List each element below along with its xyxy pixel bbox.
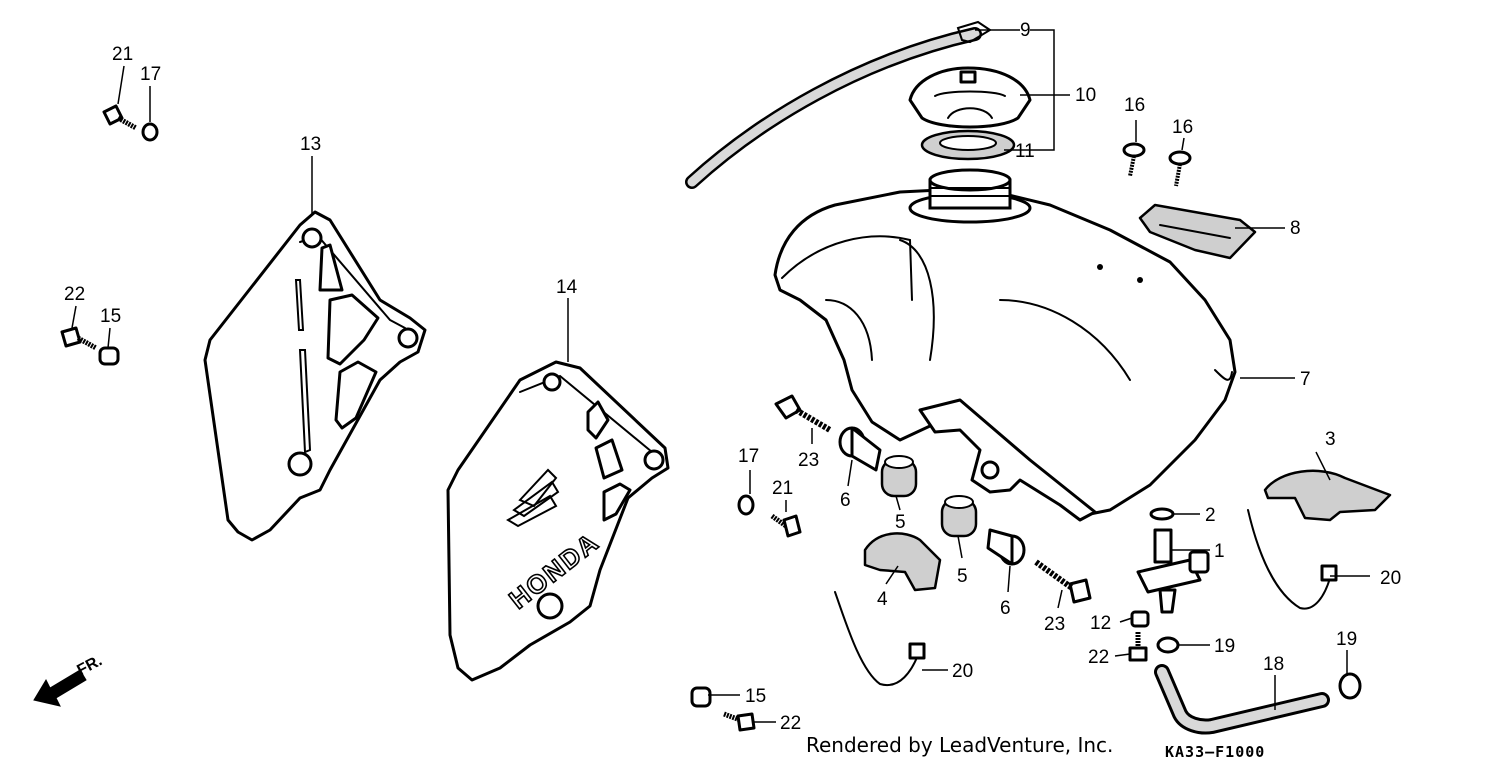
callout-20-right[interactable]: 20 (1380, 568, 1401, 589)
flange-bolt-lower-left-drawing[interactable] (723, 711, 756, 732)
callout-6-upper[interactable]: 6 (840, 490, 851, 511)
callout-15-upper[interactable]: 15 (100, 306, 121, 327)
screw-right-drawing[interactable] (1168, 150, 1192, 187)
callout-10[interactable]: 10 (1075, 85, 1096, 106)
mount-bolt-upper-drawing[interactable] (774, 394, 832, 433)
cushion-upper-drawing[interactable] (880, 455, 918, 498)
callout-23-upper[interactable]: 23 (798, 450, 819, 471)
callout-22-lower-right[interactable]: 22 (1088, 647, 1109, 668)
hose-clip-right-drawing[interactable] (1338, 672, 1362, 700)
grommet-nut-lower-drawing[interactable] (690, 686, 712, 708)
tank-emblem-plate-drawing[interactable] (1138, 203, 1257, 260)
washer-lower-drawing[interactable] (737, 494, 755, 516)
o-ring-drawing[interactable] (1149, 507, 1175, 521)
cap-gasket-drawing[interactable] (920, 129, 1016, 161)
callout-8[interactable]: 8 (1290, 218, 1301, 239)
radiator-shroud-drawing[interactable]: HONDA (446, 360, 670, 682)
callout-17-upper[interactable]: 17 (140, 64, 161, 85)
leader-lines (71, 29, 1370, 723)
callout-12[interactable]: 12 (1090, 613, 1111, 634)
callout-11[interactable]: 11 (1015, 141, 1035, 162)
callout-22-lower-left[interactable]: 22 (780, 713, 801, 734)
flange-bolt-upper-drawing[interactable] (60, 326, 98, 351)
strap-left-drawing[interactable] (834, 591, 926, 687)
callout-20-left[interactable]: 20 (952, 661, 973, 682)
callout-16-left[interactable]: 16 (1124, 95, 1145, 116)
fuel-filler-cap-drawing[interactable] (908, 66, 1032, 129)
washer-upper-drawing[interactable] (141, 122, 159, 142)
flange-bolt-lower-right-drawing[interactable] (1128, 632, 1148, 662)
callout-19-left[interactable]: 19 (1214, 636, 1235, 657)
callout-22-upper[interactable]: 22 (64, 284, 85, 305)
callout-19-right[interactable]: 19 (1336, 629, 1357, 650)
collar-upper-drawing[interactable] (838, 426, 882, 472)
callout-23-lower[interactable]: 23 (1044, 614, 1065, 635)
bolt-lower-drawing[interactable] (770, 513, 802, 538)
callout-15-lower[interactable]: 15 (745, 686, 766, 707)
callout-13[interactable]: 13 (300, 134, 321, 155)
screw-left-drawing[interactable] (1122, 142, 1146, 177)
callout-5-lower[interactable]: 5 (957, 566, 968, 587)
callout-21-upper[interactable]: 21 (112, 44, 133, 65)
callout-7[interactable]: 7 (1300, 369, 1311, 390)
callout-21-lower[interactable]: 21 (772, 478, 793, 499)
callout-2[interactable]: 2 (1205, 505, 1216, 526)
diagram-code: KA33–F1000 (1165, 743, 1265, 761)
front-direction-indicator: FR. (33, 652, 105, 707)
tank-mount-rubber-rear-drawing[interactable] (1263, 469, 1392, 522)
mount-bolt-lower-drawing[interactable] (1034, 559, 1092, 604)
valve-nut-drawing[interactable] (1130, 610, 1150, 628)
collar-lower-drawing[interactable] (986, 528, 1026, 566)
callout-6-lower[interactable]: 6 (1000, 598, 1011, 619)
tank-mount-rubber-front-drawing[interactable] (863, 532, 942, 592)
front-arrow-icon (33, 669, 87, 707)
grommet-nut-upper-drawing[interactable] (98, 346, 120, 366)
callout-17-lower[interactable]: 17 (738, 446, 759, 467)
bolt-upper-drawing[interactable] (102, 104, 138, 131)
callout-1[interactable]: 1 (1214, 541, 1225, 562)
callout-16-right[interactable]: 16 (1172, 117, 1193, 138)
callout-18[interactable]: 18 (1263, 654, 1284, 675)
fuel-hose-drawing[interactable] (1154, 664, 1330, 735)
strap-right-drawing[interactable] (1247, 509, 1338, 610)
callout-labels: 1 2 3 4 5 5 6 6 7 8 9 10 11 12 13 14 15 … (64, 20, 1401, 734)
callout-4[interactable]: 4 (877, 589, 888, 610)
left-shroud-bracket-drawing[interactable] (203, 210, 427, 542)
fuel-tank-drawing[interactable] (773, 168, 1237, 522)
fuel-valve-drawing[interactable] (1136, 528, 1210, 614)
callout-14[interactable]: 14 (556, 277, 578, 298)
callout-5-upper[interactable]: 5 (895, 512, 906, 533)
hose-clip-left-drawing[interactable] (1156, 636, 1180, 654)
cushion-lower-drawing[interactable] (940, 495, 978, 538)
callout-3[interactable]: 3 (1325, 429, 1336, 450)
callout-9[interactable]: 9 (1020, 20, 1031, 41)
credit-text: Rendered by LeadVenture, Inc. (806, 733, 1113, 757)
breather-tube-drawing[interactable] (685, 20, 992, 189)
